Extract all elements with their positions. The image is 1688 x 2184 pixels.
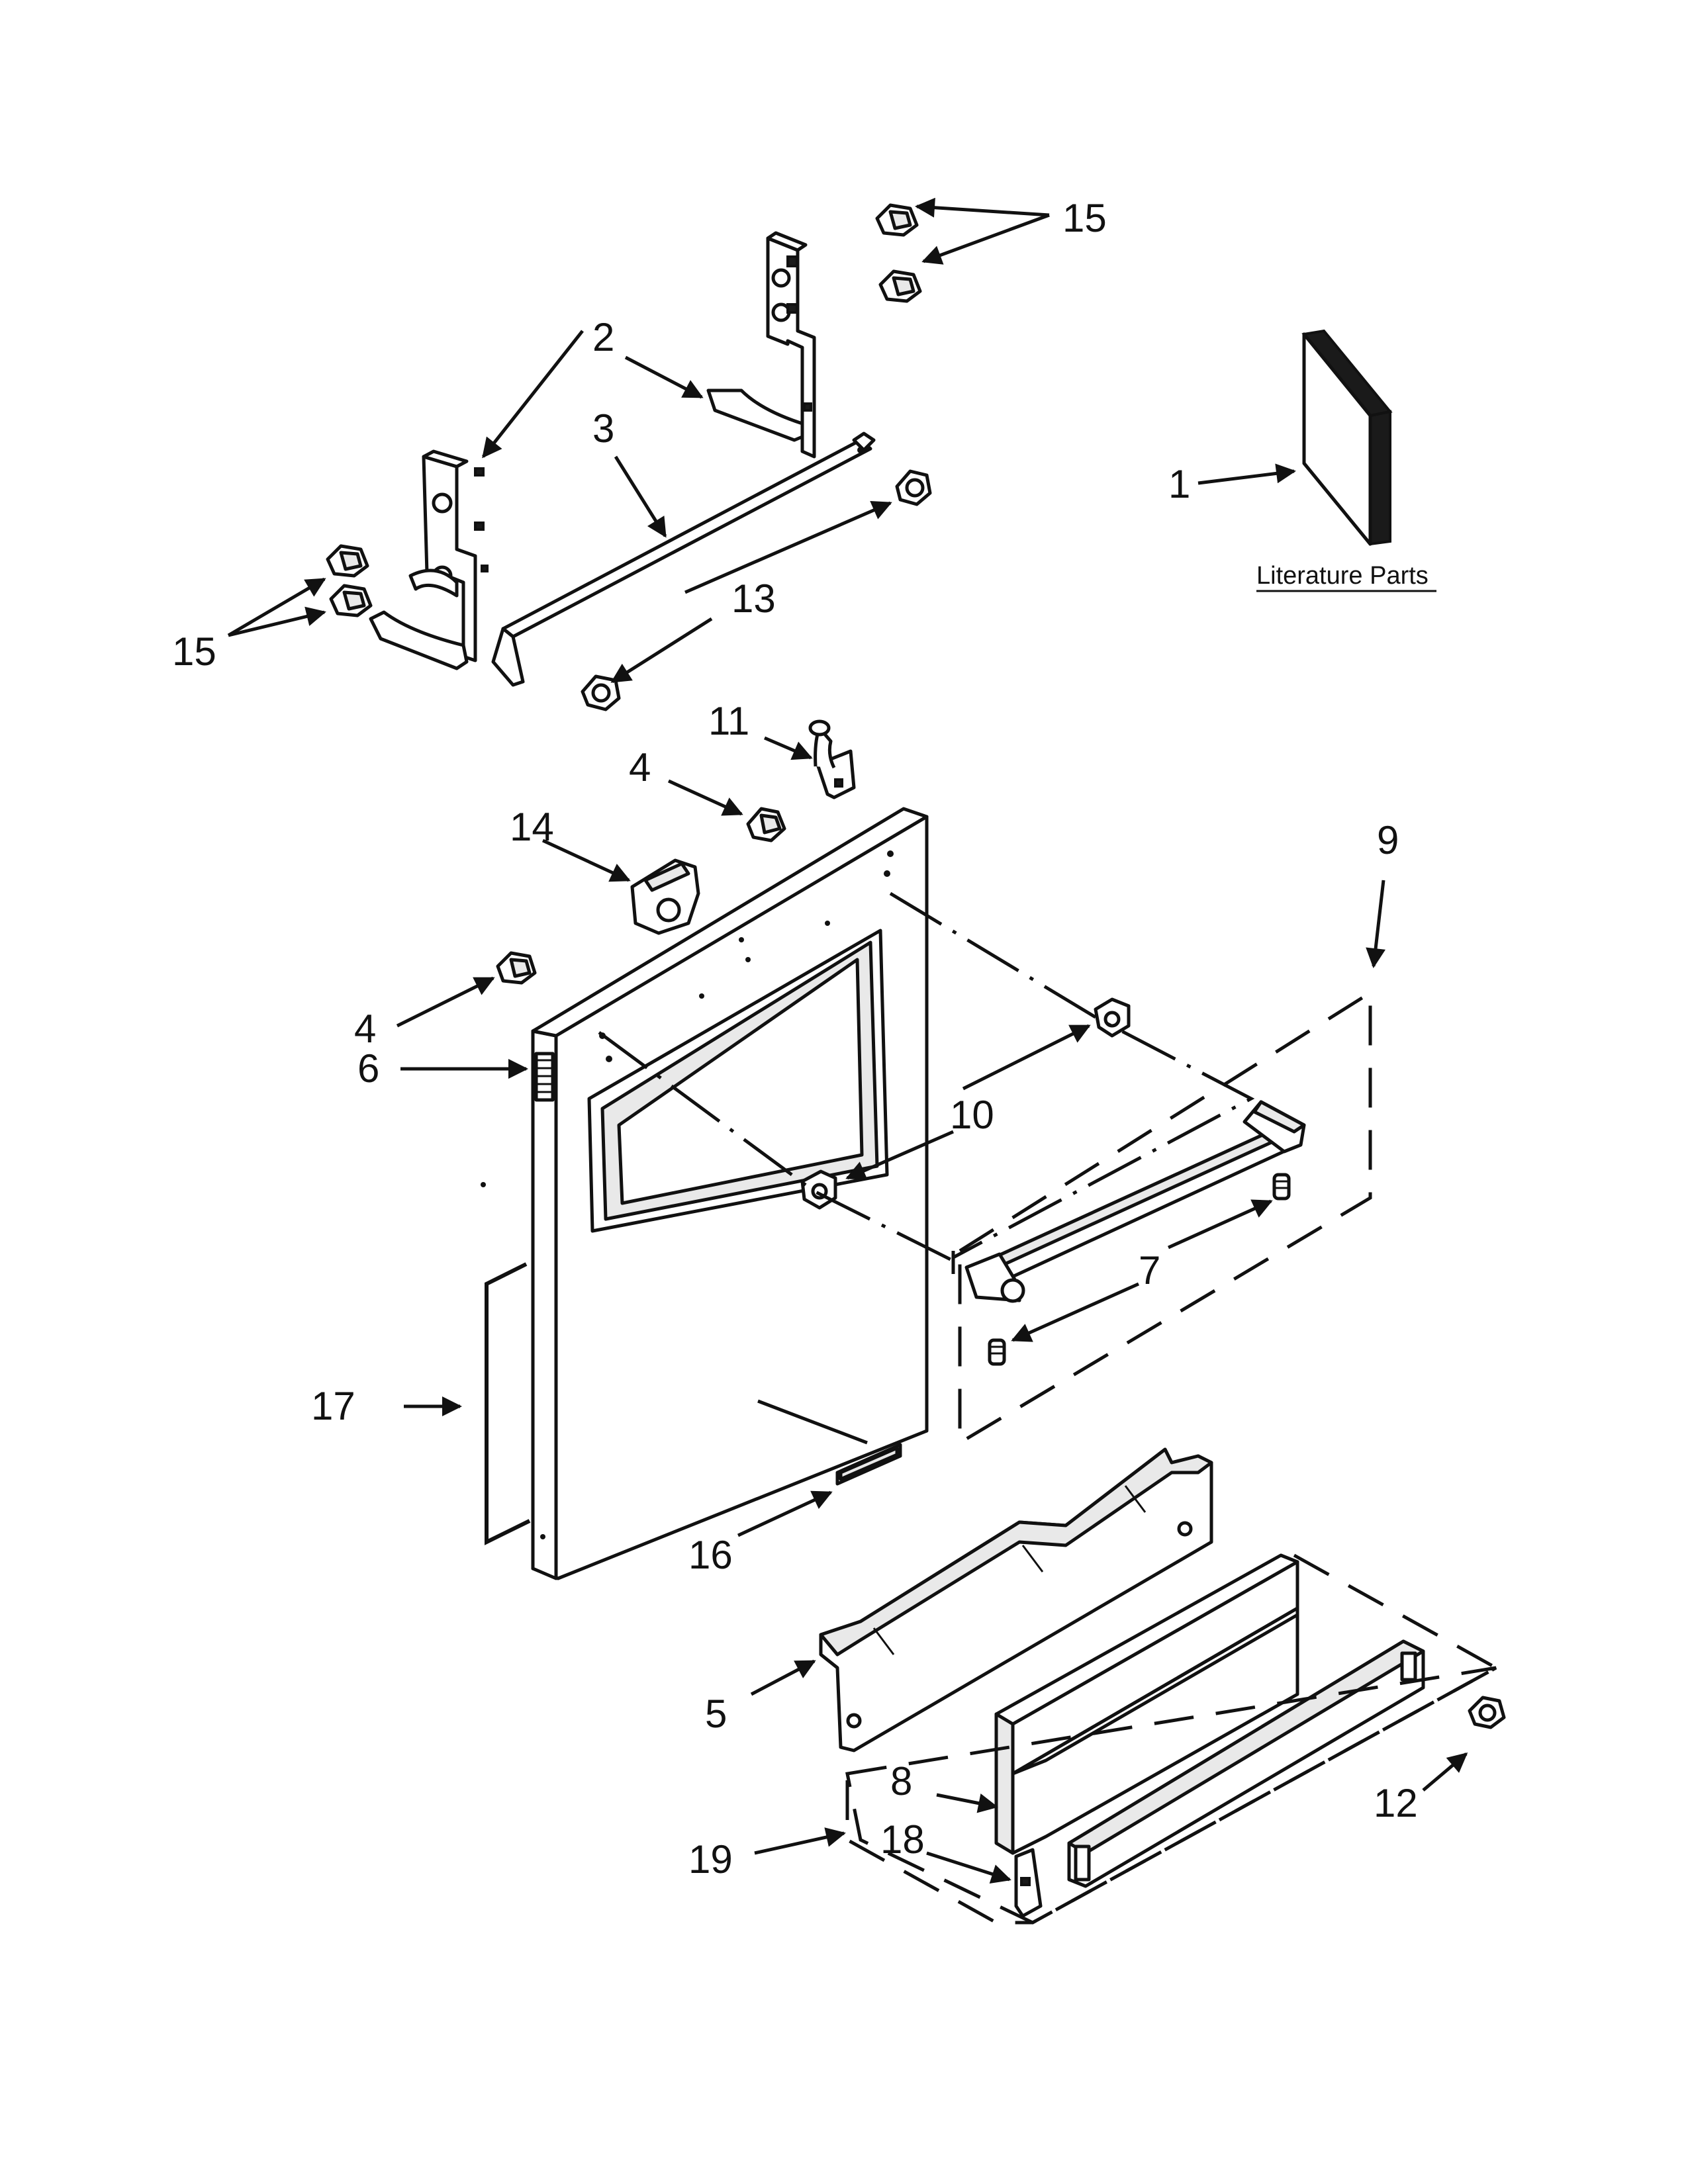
callout-4-left: 4 <box>354 1007 376 1051</box>
leader-7b <box>1011 1282 1140 1342</box>
callout-6: 6 <box>357 1046 379 1091</box>
screw-12 <box>1468 1696 1506 1729</box>
kick-plate <box>994 1553 1299 1855</box>
callout-15-top: 15 <box>1062 196 1107 240</box>
end-cap-lower <box>800 1169 837 1210</box>
leader-15b-1 <box>227 577 326 637</box>
door-vent <box>534 1052 555 1102</box>
leader-15a-2 <box>921 213 1050 265</box>
leader-14 <box>541 839 631 882</box>
leader-16 <box>737 1490 833 1537</box>
callout-14: 14 <box>510 805 554 849</box>
mounting-strip <box>491 432 876 687</box>
trim-strip <box>1067 1639 1425 1888</box>
leader-18 <box>926 1851 1011 1884</box>
leader-11 <box>764 736 813 760</box>
leader-19 <box>754 1827 846 1855</box>
leader-2b <box>624 355 704 399</box>
callout-13: 13 <box>731 576 776 621</box>
screw-15-top-a <box>875 203 919 237</box>
door-spring <box>808 719 856 799</box>
callout-10: 10 <box>950 1093 994 1137</box>
screw-15-top-b <box>878 269 922 303</box>
leader-1 <box>1197 463 1296 485</box>
screw-15-left-a <box>326 544 369 578</box>
leader-13a <box>684 501 892 594</box>
set-screw-lower <box>988 1338 1006 1366</box>
callout-4-top: 4 <box>629 745 651 790</box>
callout-11: 11 <box>708 699 749 743</box>
callout-3: 3 <box>592 406 614 451</box>
screw-13-left <box>581 674 621 711</box>
leader-4a <box>667 779 743 816</box>
toe-kit-box-right <box>1293 1553 1497 1670</box>
hinge-bracket-right <box>706 231 816 459</box>
leader-3 <box>614 455 667 538</box>
literature-parts-label: Literature Parts <box>1256 562 1429 590</box>
leader-9 <box>1366 880 1385 968</box>
callout-1: 1 <box>1168 462 1190 506</box>
callout-9: 9 <box>1377 818 1399 862</box>
leader-15a-1 <box>915 197 1050 218</box>
literature-book <box>1301 329 1393 546</box>
leader-10b <box>845 1130 955 1180</box>
leader-7a <box>1167 1199 1273 1250</box>
door-gasket <box>485 1262 531 1545</box>
callout-15-left: 15 <box>172 629 216 674</box>
hinge-bracket-left <box>369 449 489 670</box>
screw-4-left <box>496 951 537 985</box>
nameplate-badge <box>835 1443 902 1486</box>
leader-13b <box>610 617 713 684</box>
callout-7: 7 <box>1139 1248 1160 1293</box>
handle-assembly-line-upper <box>889 891 1255 1259</box>
set-screw-upper <box>1272 1173 1291 1201</box>
callout-8: 8 <box>890 1759 912 1803</box>
leader-4b <box>396 976 495 1028</box>
callout-17: 17 <box>311 1384 355 1428</box>
callout-19: 19 <box>688 1837 733 1882</box>
leader-15b-2 <box>228 606 326 637</box>
trim-clip <box>1014 1848 1043 1918</box>
end-cap-upper <box>1094 997 1131 1038</box>
callout-2: 2 <box>592 315 614 359</box>
screw-4-top <box>746 807 786 842</box>
toe-kit-box-lower <box>845 1666 1497 1925</box>
handle-assembly-line-lower <box>598 1030 955 1263</box>
handle-kit-box <box>958 989 1372 1446</box>
leader-5 <box>750 1659 816 1696</box>
callout-12: 12 <box>1374 1781 1418 1825</box>
callout-18: 18 <box>880 1817 925 1862</box>
screw-15-left-b <box>329 584 373 617</box>
door-clip <box>630 858 700 935</box>
leader-10a <box>962 1024 1091 1091</box>
callout-5: 5 <box>705 1692 727 1736</box>
leader-12 <box>1422 1752 1468 1792</box>
door-panel <box>481 807 929 1580</box>
callout-16: 16 <box>688 1533 733 1577</box>
screw-13-right <box>895 469 932 506</box>
leader-16-badge-line <box>757 1399 868 1445</box>
leader-2a <box>482 330 584 459</box>
toe-panel-bracket <box>819 1447 1213 1752</box>
leader-8 <box>936 1793 998 1813</box>
handle-assembly <box>964 1100 1306 1366</box>
